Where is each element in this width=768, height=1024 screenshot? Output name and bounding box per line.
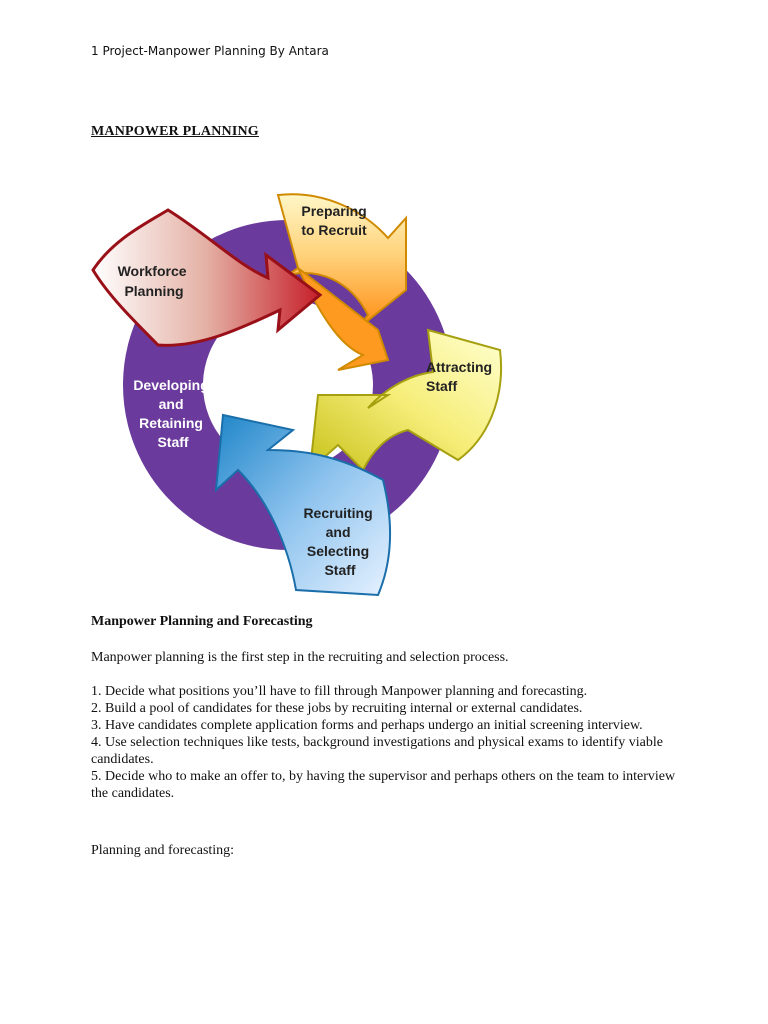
label-recruiting-selecting-staff: Recruiting and Selecting Staff <box>303 505 376 578</box>
list-item: 3. Have candidates complete application … <box>91 718 643 733</box>
workforce-planning-arrow <box>91 208 323 347</box>
page-title: MANPOWER PLANNING <box>91 124 259 139</box>
label-workforce-planning: Workforce Planning <box>118 263 191 299</box>
steps-list: 1. Decide what positions you’ll have to … <box>91 683 691 802</box>
label-attracting-staff: Attracting Staff <box>426 359 496 394</box>
preparing-to-recruit-arrow <box>276 193 407 371</box>
label-developing-retaining-staff: Developing and Retaining Staff <box>133 377 212 450</box>
outro-paragraph: Planning and forecasting: <box>91 843 235 858</box>
section-heading: Manpower Planning and Forecasting <box>91 614 313 629</box>
list-item: 2. Build a pool of candidates for these … <box>91 701 583 716</box>
list-item: 1. Decide what positions you’ll have to … <box>91 684 588 699</box>
label-preparing-to-recruit: Preparing to Recruit <box>301 203 370 238</box>
recruiting-selecting-staff-arrow <box>214 413 391 597</box>
list-item: 5. Decide who to make an offer to, by ha… <box>91 769 676 801</box>
intro-paragraph: Manpower planning is the first step in t… <box>91 650 509 665</box>
list-item: 4. Use selection techniques like tests, … <box>91 735 663 767</box>
manpower-planning-cycle-diagram: Preparing to Recruit Attracting Staff Re… <box>91 193 502 597</box>
page-header: 1 Project-Manpower Planning By Antara <box>91 44 329 58</box>
attracting-staff-arrow <box>308 328 502 473</box>
